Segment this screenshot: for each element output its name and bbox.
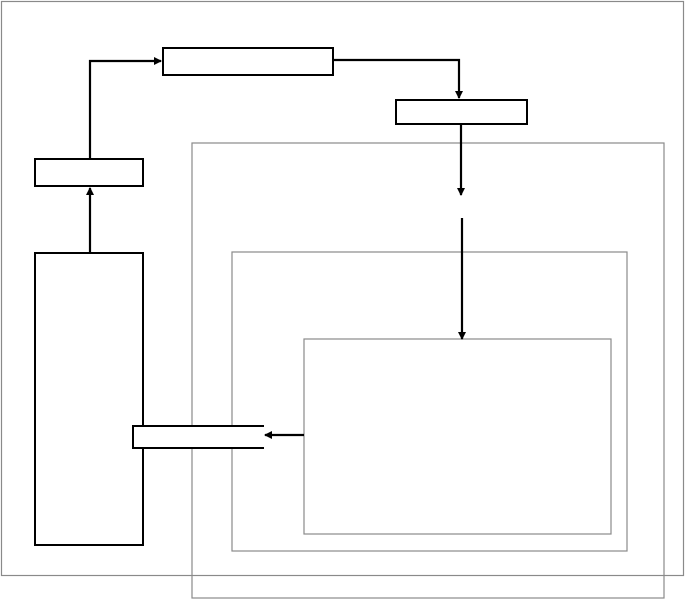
top-block xyxy=(162,47,334,76)
inner-block xyxy=(303,338,612,535)
right-block xyxy=(395,99,528,125)
left-small-block xyxy=(34,158,144,187)
arrow-small-to-top xyxy=(88,57,162,159)
middle-frame xyxy=(231,251,628,552)
output-slot xyxy=(132,425,264,449)
tall-block xyxy=(34,252,144,546)
arrow-top-to-right xyxy=(333,58,463,99)
large-frame xyxy=(191,142,665,599)
outer-border-frame xyxy=(0,0,685,577)
